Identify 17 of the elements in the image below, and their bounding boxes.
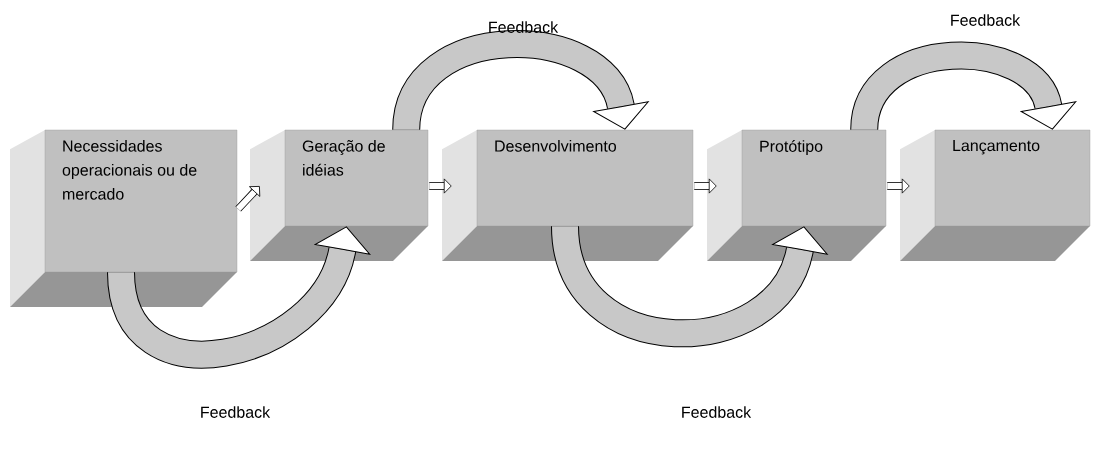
block-box: Necessidades operacionais ou de mercado (10, 129, 238, 307)
block-box: Lançamento (900, 129, 1091, 261)
arrow (694, 178, 717, 194)
block-box: Desenvolvimento (442, 129, 694, 261)
block-box: Geração de idéias (250, 129, 429, 261)
feedback-arrow (107, 226, 371, 369)
edge-label: Feedback (489, 21, 559, 33)
edge-label: Feedback (201, 406, 271, 418)
arrow (429, 178, 452, 194)
feedback-arrow (392, 30, 649, 132)
edge-label: Feedback (951, 14, 1021, 26)
feedback-arrow (551, 224, 828, 348)
feedback-arrow (850, 41, 1077, 132)
arrow (235, 186, 261, 212)
edge-label: Feedback (682, 406, 752, 418)
arrow (887, 178, 910, 194)
block-box: Protótipo (707, 129, 887, 261)
